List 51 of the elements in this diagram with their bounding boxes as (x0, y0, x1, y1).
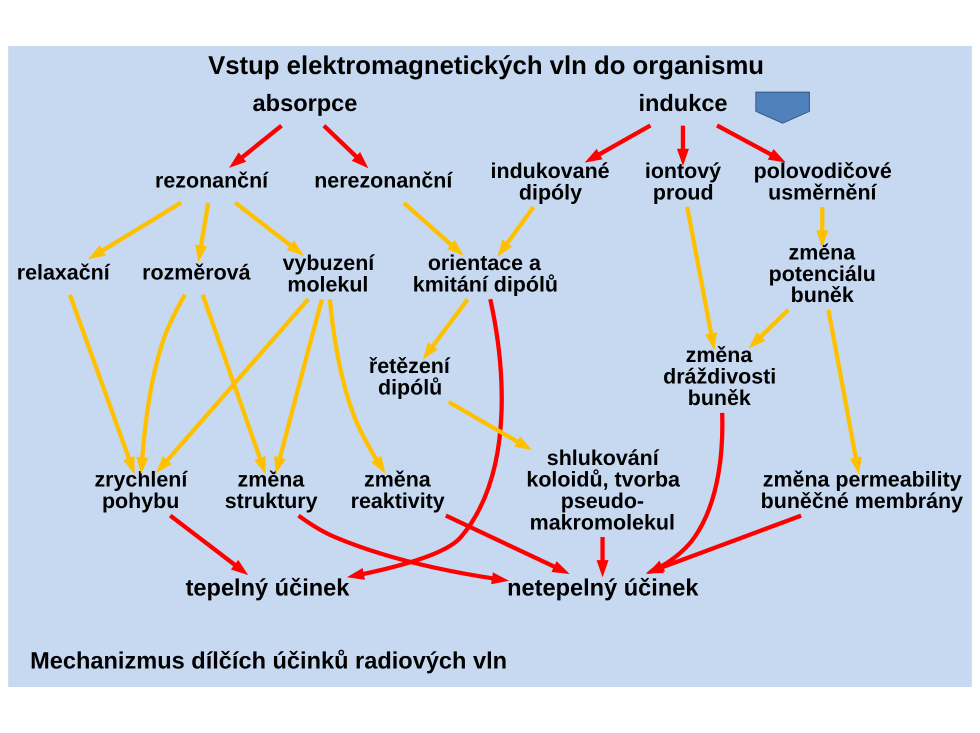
node-text: indukce (638, 90, 728, 116)
arrow (346, 298, 504, 580)
node-text: změna reaktivity (350, 468, 445, 513)
arrow (274, 298, 324, 474)
arrow (444, 514, 570, 574)
arrow (156, 298, 310, 474)
arrow (195, 202, 210, 262)
arrow (328, 299, 386, 474)
node-text: tepelný účinek (186, 574, 350, 600)
node-text: netepelný účinek (507, 574, 698, 600)
node-text: indukované dipóly (490, 158, 610, 204)
arrow (200, 294, 266, 474)
node-text: rezonanční (155, 168, 268, 192)
arrow (497, 206, 536, 257)
node-text: nerezonanční (314, 168, 452, 192)
caption: Mechanizmus dílčích účinků radiových vln (30, 647, 508, 674)
arrow (716, 124, 786, 162)
node-text: polovodičové usměrnění (754, 158, 892, 204)
arrow (88, 200, 182, 260)
node-text: vybuzení molekul (282, 251, 374, 296)
arrow (168, 514, 248, 576)
node-text: změna struktury (224, 468, 318, 513)
node-text: iontový proud (644, 158, 722, 204)
arrow (234, 201, 304, 256)
arrow (297, 514, 510, 584)
node-text: změna potenciálu buněk (768, 240, 876, 308)
arrow (136, 294, 187, 474)
arrow (685, 206, 718, 350)
node-arrow (755, 92, 810, 124)
arrow (676, 126, 689, 166)
arrow (229, 124, 283, 168)
node-text: absorpce (252, 90, 358, 116)
node-text: shlukování koloidů, tvorba pseudo- makromolekul (526, 446, 680, 534)
arrow (322, 124, 368, 168)
node-text: změna dráždivosti buněk (663, 343, 776, 410)
node-text: relaxační (16, 260, 110, 285)
arrow (748, 308, 790, 349)
arrow (816, 207, 828, 248)
diagram-title: Vstup elektromagnetických vln do organismu (208, 52, 764, 80)
node-text: řetězení dipólů (368, 354, 450, 400)
node-text: orientace a kmitání dipólů (412, 251, 558, 296)
node-text: rozměrová (142, 260, 251, 285)
arrow (584, 124, 652, 163)
arrow (596, 536, 609, 578)
arrow (826, 310, 862, 474)
node-text: změna permeability buněčné membrány (760, 468, 964, 513)
arrow (448, 400, 532, 450)
arrow (422, 298, 470, 360)
arrow (68, 294, 135, 474)
node-text: zrychlení pohybu (94, 468, 188, 513)
arrow (402, 201, 464, 256)
